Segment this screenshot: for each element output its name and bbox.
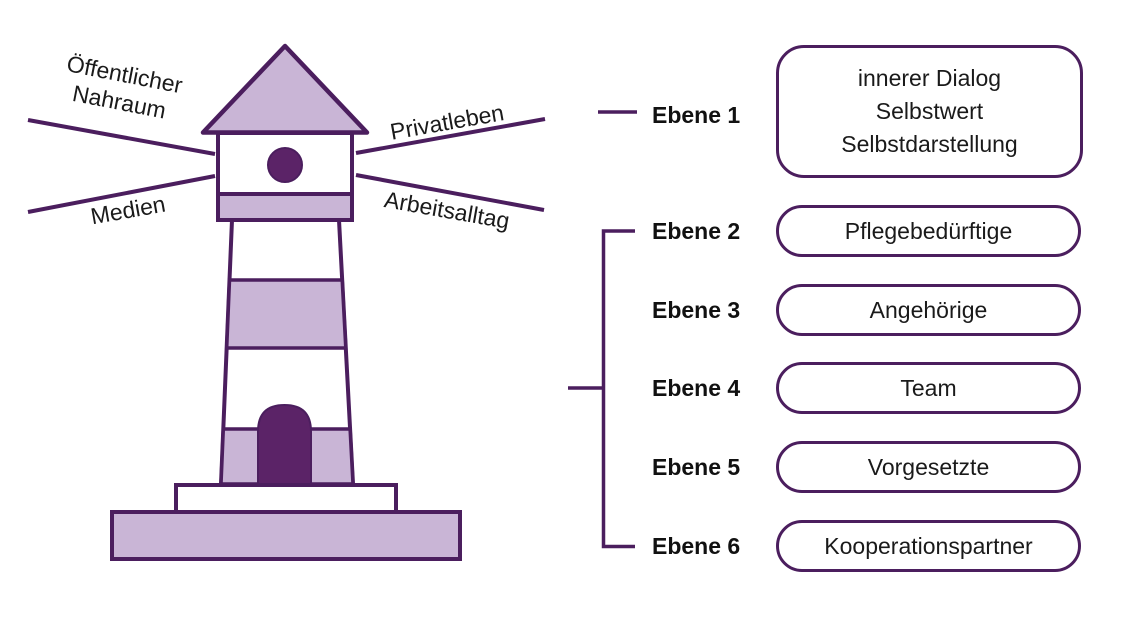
beam-top-right <box>355 117 546 155</box>
lighthouse-gallery-band <box>216 192 354 222</box>
lighthouse-base <box>110 510 462 561</box>
level-box-2: Pflegebedürftige <box>776 205 1081 257</box>
level-label-6: Ebene 6 <box>652 533 741 559</box>
lighthouse-roof <box>200 43 370 135</box>
level-label-3: Ebene 3 <box>652 297 741 323</box>
beam-top-left <box>27 118 216 156</box>
beam-bottom-left <box>27 174 216 214</box>
beam-bottom-right <box>355 173 545 212</box>
level-label-4: Ebene 4 <box>652 375 741 401</box>
level-label-1: Ebene 1 <box>652 102 741 128</box>
level-box-6: Kooperationspartner <box>776 520 1081 572</box>
level-box-4: Team <box>776 362 1081 414</box>
tower-stripe-upper <box>224 278 348 350</box>
level-box-1: innerer Dialog Selbstwert Selbstdarstell… <box>776 45 1083 178</box>
level-label-2: Ebene 2 <box>652 218 741 244</box>
level-label-5: Ebene 5 <box>652 454 741 480</box>
level-box-5: Vorgesetzte <box>776 441 1081 493</box>
ebene-2-6-bracket <box>601 229 635 549</box>
lantern-light-icon <box>267 147 303 183</box>
level-box-3: Angehörige <box>776 284 1081 336</box>
lighthouse-step <box>174 483 398 514</box>
lighthouse-door <box>257 403 312 485</box>
